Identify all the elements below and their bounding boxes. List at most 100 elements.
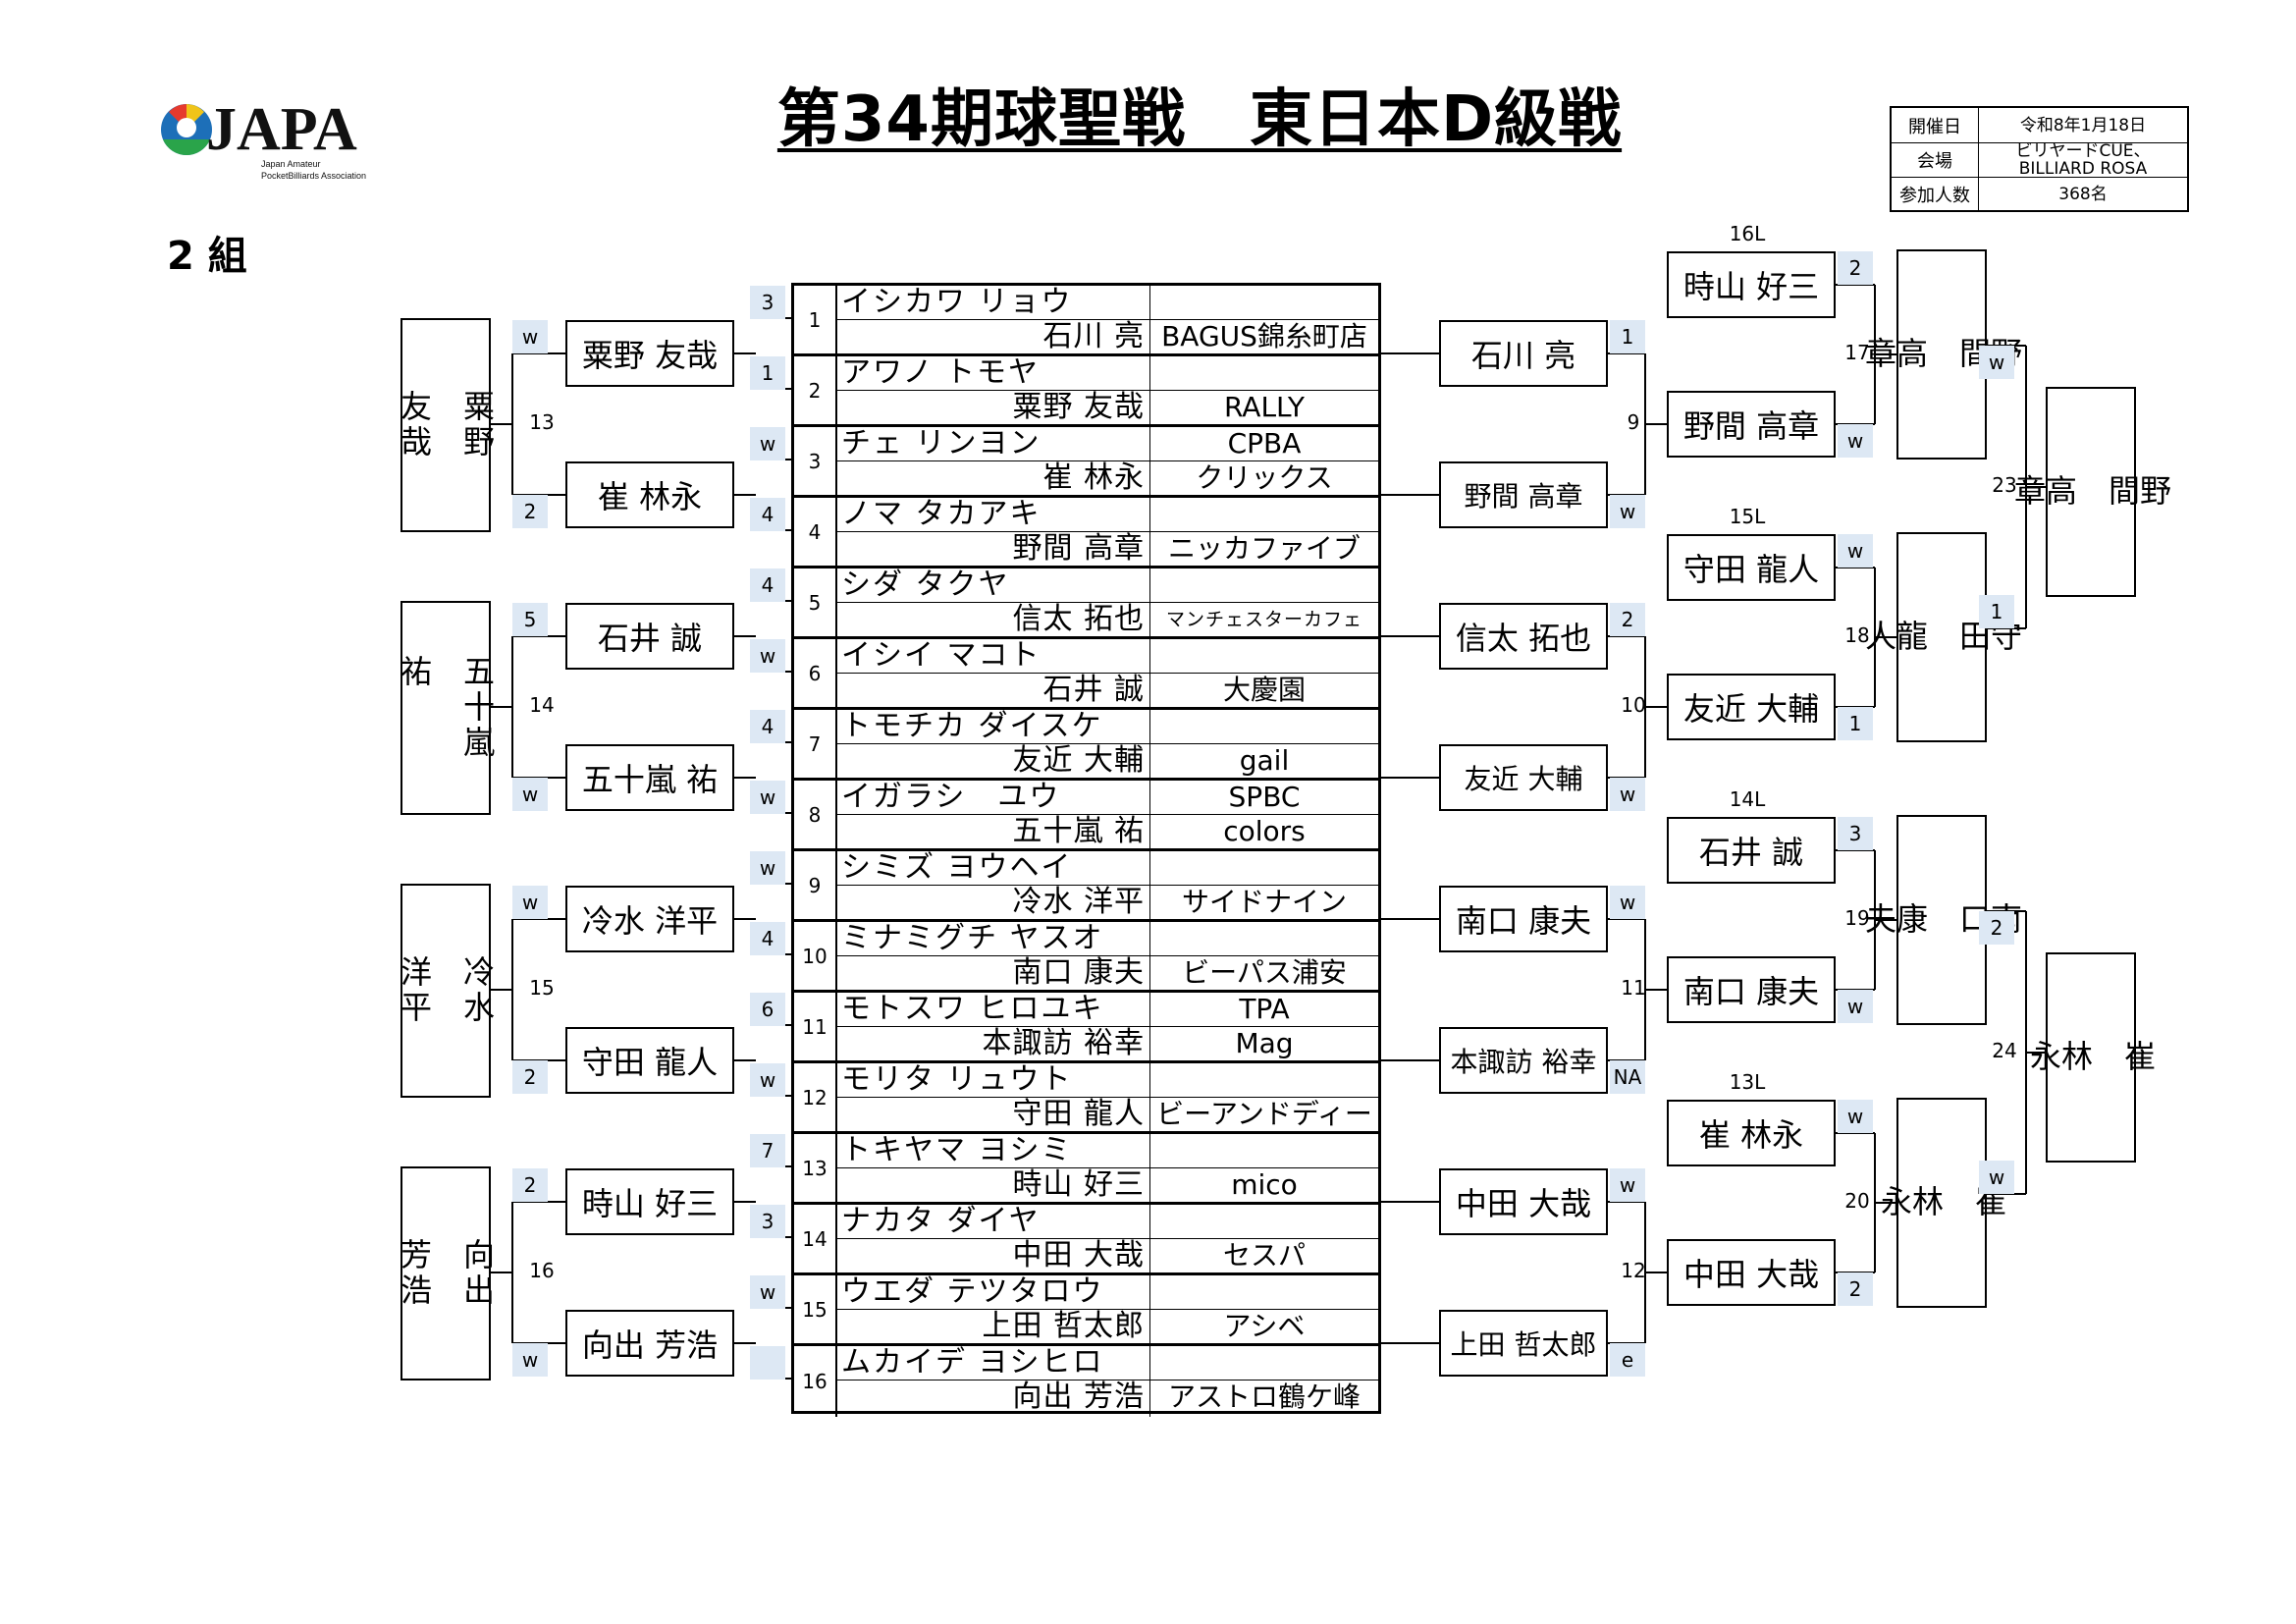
entry-number: 7 [794,710,837,778]
entry-club: アシベ [1149,1275,1378,1343]
entry-number: 8 [794,781,837,848]
entry-name: 野間 高章 [1012,531,1145,566]
table-score-top: 6 [750,993,785,1026]
left-winner-name: 粟野 友哉 [396,390,496,460]
left-score-top: 2 [512,1168,548,1202]
second-player-bottom: 友近 大輔 [1667,674,1836,740]
entry-kana: トキヤマ ヨシミ [837,1134,1381,1168]
entry-club-top: CPBA [1227,427,1302,460]
final-winner-box: 野 間 高 章 [2009,387,2172,597]
table-score-top: 7 [750,1134,785,1167]
entry-number: 10 [794,922,837,990]
loser-label: 16L [1729,222,1766,245]
left-score-bottom: w [512,1343,548,1377]
entry-club-top [1150,1346,1378,1380]
second-score-top: 3 [1838,817,1873,850]
entry-kana: シミズ ヨウヘイ [837,851,1381,886]
entry-name: 上田 哲太郎 [982,1309,1145,1343]
entry-number: 4 [794,498,837,566]
left-player-bottom: 崔 林永 [565,461,734,528]
left-score-top: 5 [512,603,548,636]
entry-club: サイドナイン [1149,851,1378,919]
loser-label: 13L [1729,1070,1766,1094]
final-winner-name: 崔 林 永 [2025,1040,2157,1075]
right-match-number: 11 [1621,976,1646,1000]
entry-number: 12 [794,1063,837,1131]
left-winner-name: 五十嵐 祐 [396,655,496,761]
entry-club-bottom: ニッカファイブ [1167,532,1361,565]
left-player-bottom: 五十嵐 祐 [565,744,734,811]
entry-number: 6 [794,639,837,707]
left-player-bottom: 向出 芳浩 [565,1310,734,1377]
left-winner-box: 五十嵐 祐 [396,601,496,815]
entry-number: 5 [794,568,837,636]
final-match-number: 23 [1992,473,2017,497]
entry-club-top [1150,1134,1378,1167]
second-player-top: 石井 誠 [1667,817,1836,884]
entry-club-top [1150,922,1378,955]
table-score-top: 4 [750,922,785,955]
left-match-number: 13 [529,410,555,434]
second-winner-box: 野 間 高 章 [1860,249,2023,460]
second-winner-box: 南 口 康 夫 [1860,815,2023,1025]
info-value: 368名 [2058,184,2108,204]
loser-label: 14L [1729,787,1766,811]
entry-club-top [1150,568,1378,602]
entry-kana: モリタ リュウト [837,1063,1381,1098]
left-score-bottom: w [512,778,548,811]
right-score-top: 1 [1610,320,1645,353]
entry-club-bottom: 大慶園 [1222,674,1306,706]
entry-club-bottom: マンチェスターカフェ [1165,609,1362,630]
right-score-top: w [1610,1168,1645,1202]
entry-club-bottom: サイドナイン [1181,886,1347,918]
entry-club: BAGUS錦糸町店 [1149,286,1378,353]
logo-line2: PocketBilliards Association [261,171,366,181]
table-score-top: 4 [750,568,785,602]
table-score-top [750,1346,785,1380]
table-score-top: w [750,851,785,885]
entry-club-bottom: Mag [1235,1027,1294,1059]
info-value: ビリヤードCUE、BILLIARD ROSA [2015,142,2151,177]
second-winner-name: 守 田 龍 人 [1860,620,2023,655]
right-score-top: w [1610,886,1645,919]
left-player-top: 粟野 友哉 [565,320,734,387]
table-score-top: 4 [750,710,785,743]
entry-number: 3 [794,427,837,495]
entry-club-top [1150,286,1378,319]
final-winner-box: 崔 林 永 [2025,952,2157,1163]
entry-kana: ナカタ ダイヤ [837,1205,1381,1239]
info-key: 参加人数 [1892,177,1979,211]
entry-number: 14 [794,1205,837,1272]
entry-name: 本諏訪 裕幸 [982,1026,1145,1060]
entry-kana: ウエダ テツタロウ [837,1275,1381,1310]
right-player-bottom: 友近 大輔 [1439,744,1608,811]
second-score-bottom: w [1838,424,1873,458]
entry-kana: アワノ トモヤ [837,356,1381,391]
entry-name: 守田 龍人 [1012,1097,1145,1131]
final-score-top: w [1979,346,2014,379]
second-player-bottom: 野間 高章 [1667,391,1836,458]
entry-number: 16 [794,1346,837,1417]
entry-name: 信太 拓也 [1012,602,1145,636]
entry-club-top [1150,1275,1378,1309]
right-match-number: 9 [1627,410,1640,434]
left-match-number: 14 [529,693,555,717]
entry-number: 15 [794,1275,837,1343]
right-score-bottom: e [1610,1343,1645,1377]
entry-club-top [1150,710,1378,743]
table-score-top: 3 [750,286,785,319]
entry-club-bottom: BAGUS錦糸町店 [1161,320,1367,352]
entry-name: 時山 好三 [1012,1167,1145,1202]
loser-label: 15L [1729,505,1766,528]
entry-club-bottom: RALLY [1223,391,1306,423]
table-score-top: 3 [750,1205,785,1238]
info-key: 開催日 [1892,108,1979,142]
